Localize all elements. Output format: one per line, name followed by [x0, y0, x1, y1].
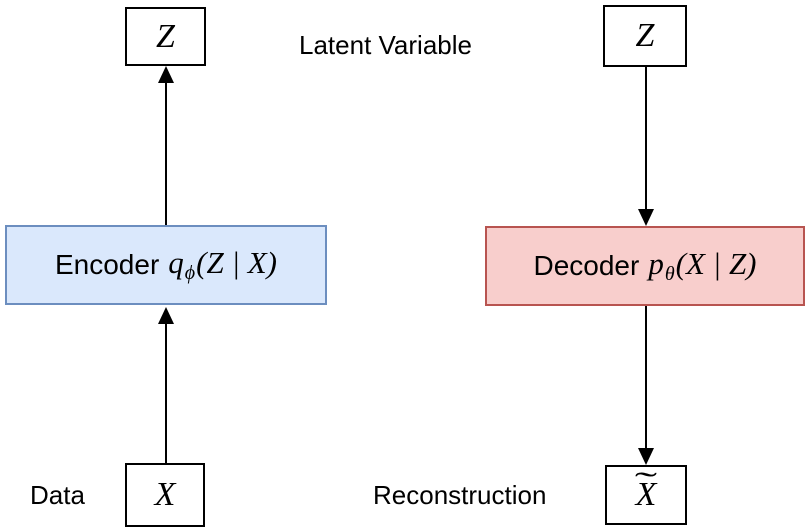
reconstruction-node: ˜X — [605, 465, 687, 525]
data-node-letter: X — [154, 476, 176, 513]
latent-node-left: Z — [125, 7, 206, 66]
decoder-box: Decoder pθ(X | Z) — [485, 226, 805, 306]
arrowhead-down-icon — [637, 448, 654, 465]
arrow-encoder-to-latent — [157, 66, 174, 225]
latent-variable-label: Latent Variable — [299, 29, 472, 60]
decoder-formula: pθ(X | Z) — [648, 246, 757, 285]
latent-right-letter: Z — [635, 17, 655, 54]
arrowhead-up-icon — [157, 307, 174, 324]
arrowhead-up-icon — [157, 66, 174, 83]
arrow-latent-to-decoder — [637, 67, 654, 226]
arrow-decoder-to-reconstruction — [637, 306, 654, 465]
latent-node-right: Z — [603, 5, 687, 67]
data-label: Data — [30, 479, 85, 510]
decoder-name: Decoder — [533, 250, 640, 281]
reconstruction-node-letter: ˜X — [634, 465, 658, 513]
encoder-formula: qϕ(Z | X) — [168, 245, 277, 284]
encoder-name: Encoder — [54, 249, 160, 280]
tilde-accent: ˜ — [634, 465, 658, 501]
latent-left-letter: Z — [156, 17, 175, 55]
data-node: X — [125, 463, 205, 527]
reconstruction-label: Reconstruction — [373, 479, 547, 510]
encoder-box: Encoder qϕ(Z | X) — [5, 225, 327, 305]
arrow-data-to-encoder — [157, 307, 174, 463]
arrowhead-down-icon — [637, 209, 654, 226]
